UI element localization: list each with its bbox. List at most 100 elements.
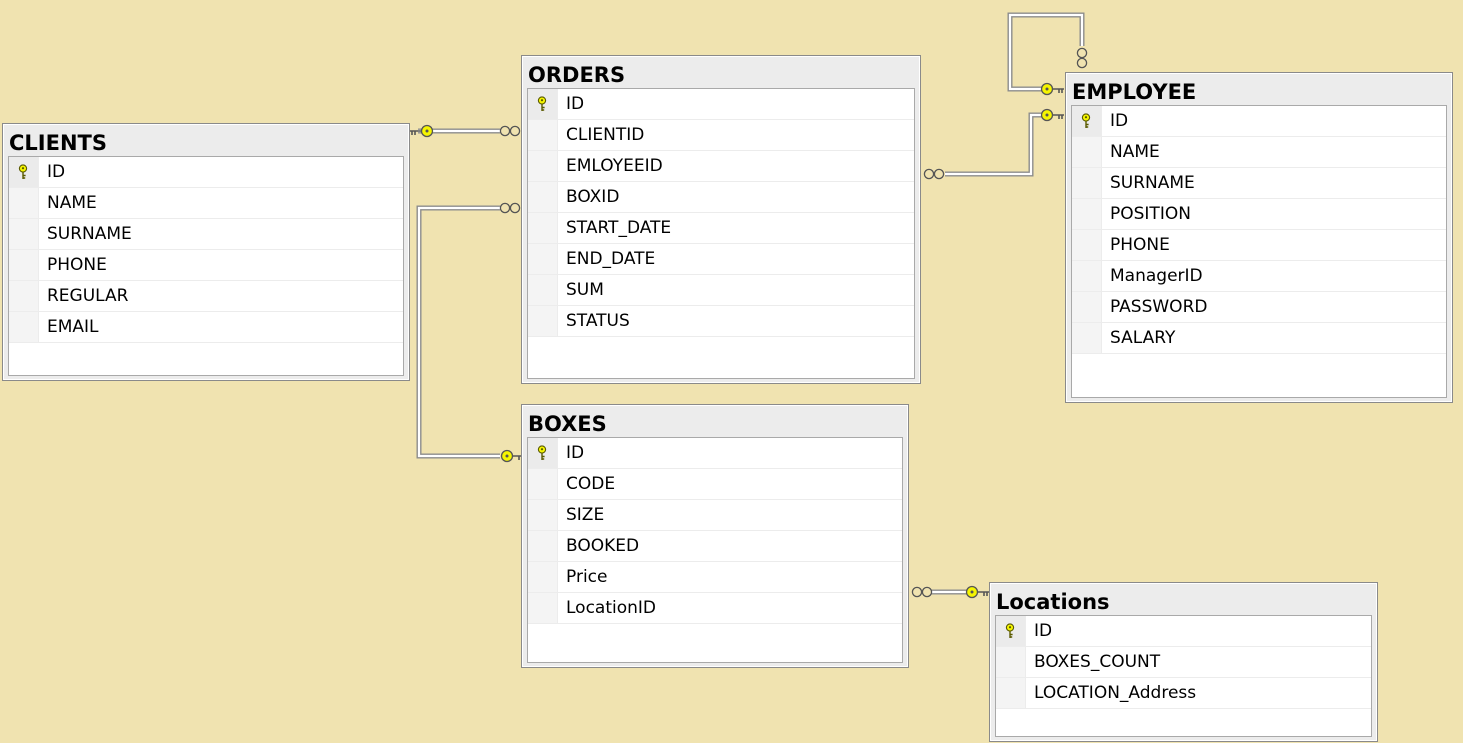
employee-column-name: POSITION [1110, 204, 1191, 224]
clients-row-selector[interactable] [9, 219, 39, 249]
clients-column-name: EMAIL [47, 317, 99, 337]
locations-column-row[interactable]: ID [996, 616, 1371, 647]
clients-column-list: ID NAME SURNAME PHONE REGULAR EMAIL [8, 156, 404, 376]
boxes-row-selector[interactable] [528, 469, 558, 499]
employee-column-row[interactable]: SURNAME [1072, 168, 1446, 199]
clients-column-row[interactable]: EMAIL [9, 312, 403, 343]
locations-table-title: Locations [996, 590, 1110, 614]
orders-row-selector[interactable] [528, 89, 558, 119]
employee-row-selector[interactable] [1072, 106, 1102, 136]
employee-column-row[interactable]: PHONE [1072, 230, 1446, 261]
boxes-column-row[interactable]: SIZE [528, 500, 902, 531]
employee-row-selector[interactable] [1072, 292, 1102, 322]
orders-column-row[interactable]: CLIENTID [528, 120, 914, 151]
clients-column-row[interactable]: PHONE [9, 250, 403, 281]
employee-column-name: ManagerID [1110, 266, 1203, 286]
clients-column-row[interactable]: ID [9, 157, 403, 188]
boxes-column-row[interactable]: BOOKED [528, 531, 902, 562]
orders-column-name: CLIENTID [566, 125, 645, 145]
clients-column-row[interactable]: SURNAME [9, 219, 403, 250]
orders-column-row[interactable]: ID [528, 89, 914, 120]
employee-column-name: SALARY [1110, 328, 1176, 348]
clients-column-row[interactable]: REGULAR [9, 281, 403, 312]
employee-row-selector[interactable] [1072, 168, 1102, 198]
boxes-row-selector[interactable] [528, 500, 558, 530]
orders-row-selector[interactable] [528, 213, 558, 243]
boxes-column-row[interactable]: Price [528, 562, 902, 593]
orders-row-selector[interactable] [528, 275, 558, 305]
many-end-icon [911, 586, 933, 598]
locations-column-name: ID [1034, 621, 1053, 641]
locations-row-selector[interactable] [996, 678, 1026, 708]
employee-row-selector[interactable] [1072, 230, 1102, 260]
orders-row-selector[interactable] [528, 120, 558, 150]
boxes-column-name: LocationID [566, 598, 657, 618]
clients-row-selector[interactable] [9, 250, 39, 280]
employee-column-name: SURNAME [1110, 173, 1195, 193]
relationship-orders-boxes[interactable] [416, 205, 500, 459]
orders-row-selector[interactable] [528, 244, 558, 274]
many-end-icon [499, 202, 521, 214]
boxes-row-selector[interactable] [528, 593, 558, 623]
boxes-column-name: SIZE [566, 505, 605, 525]
orders-column-row[interactable]: BOXID [528, 182, 914, 213]
clients-column-row[interactable]: NAME [9, 188, 403, 219]
relationship-orders-employee[interactable] [945, 112, 1044, 177]
employee-column-row[interactable]: POSITION [1072, 199, 1446, 230]
employee-row-selector[interactable] [1072, 137, 1102, 167]
boxes-column-row[interactable]: LocationID [528, 593, 902, 624]
orders-row-selector[interactable] [528, 306, 558, 336]
orders-table-title: ORDERS [528, 63, 626, 87]
clients-table[interactable]: CLIENTS ID NAME SURNAME PHONE REGULAR EMAIL [2, 123, 410, 381]
orders-row-selector[interactable] [528, 151, 558, 181]
employee-column-row[interactable]: ID [1072, 106, 1446, 137]
boxes-row-selector[interactable] [528, 531, 558, 561]
clients-row-selector[interactable] [9, 312, 39, 342]
clients-column-name: ID [47, 162, 66, 182]
boxes-column-row[interactable]: CODE [528, 469, 902, 500]
locations-row-selector[interactable] [996, 647, 1026, 677]
orders-column-row[interactable]: END_DATE [528, 244, 914, 275]
orders-column-row[interactable]: START_DATE [528, 213, 914, 244]
relationship-employee-manager[interactable] [1007, 12, 1085, 92]
employee-column-row[interactable]: NAME [1072, 137, 1446, 168]
employee-column-name: PASSWORD [1110, 297, 1208, 317]
locations-column-row[interactable]: BOXES_COUNT [996, 647, 1371, 678]
employee-column-row[interactable]: SALARY [1072, 323, 1446, 354]
employee-row-selector[interactable] [1072, 323, 1102, 353]
orders-row-selector[interactable] [528, 182, 558, 212]
orders-column-row[interactable]: SUM [528, 275, 914, 306]
orders-column-name: START_DATE [566, 218, 672, 238]
employee-row-selector[interactable] [1072, 199, 1102, 229]
boxes-column-row[interactable]: ID [528, 438, 902, 469]
employee-column-row[interactable]: PASSWORD [1072, 292, 1446, 323]
clients-column-name: PHONE [47, 255, 107, 275]
primary-key-icon [537, 96, 547, 111]
orders-column-name: SUM [566, 280, 604, 300]
clients-row-selector[interactable] [9, 281, 39, 311]
boxes-row-selector[interactable] [528, 438, 558, 468]
boxes-column-name: CODE [566, 474, 616, 494]
clients-row-selector[interactable] [9, 188, 39, 218]
clients-column-name: SURNAME [47, 224, 132, 244]
locations-row-selector[interactable] [996, 616, 1026, 646]
clients-table-title: CLIENTS [9, 131, 107, 155]
many-end-icon [499, 125, 521, 137]
orders-column-row[interactable]: STATUS [528, 306, 914, 337]
employee-column-row[interactable]: ManagerID [1072, 261, 1446, 292]
clients-row-selector[interactable] [9, 157, 39, 187]
orders-column-row[interactable]: EMLOYEEID [528, 151, 914, 182]
locations-column-row[interactable]: LOCATION_Address [996, 678, 1371, 709]
key-end-icon [1040, 108, 1064, 122]
employee-row-selector[interactable] [1072, 261, 1102, 291]
boxes-row-selector[interactable] [528, 562, 558, 592]
